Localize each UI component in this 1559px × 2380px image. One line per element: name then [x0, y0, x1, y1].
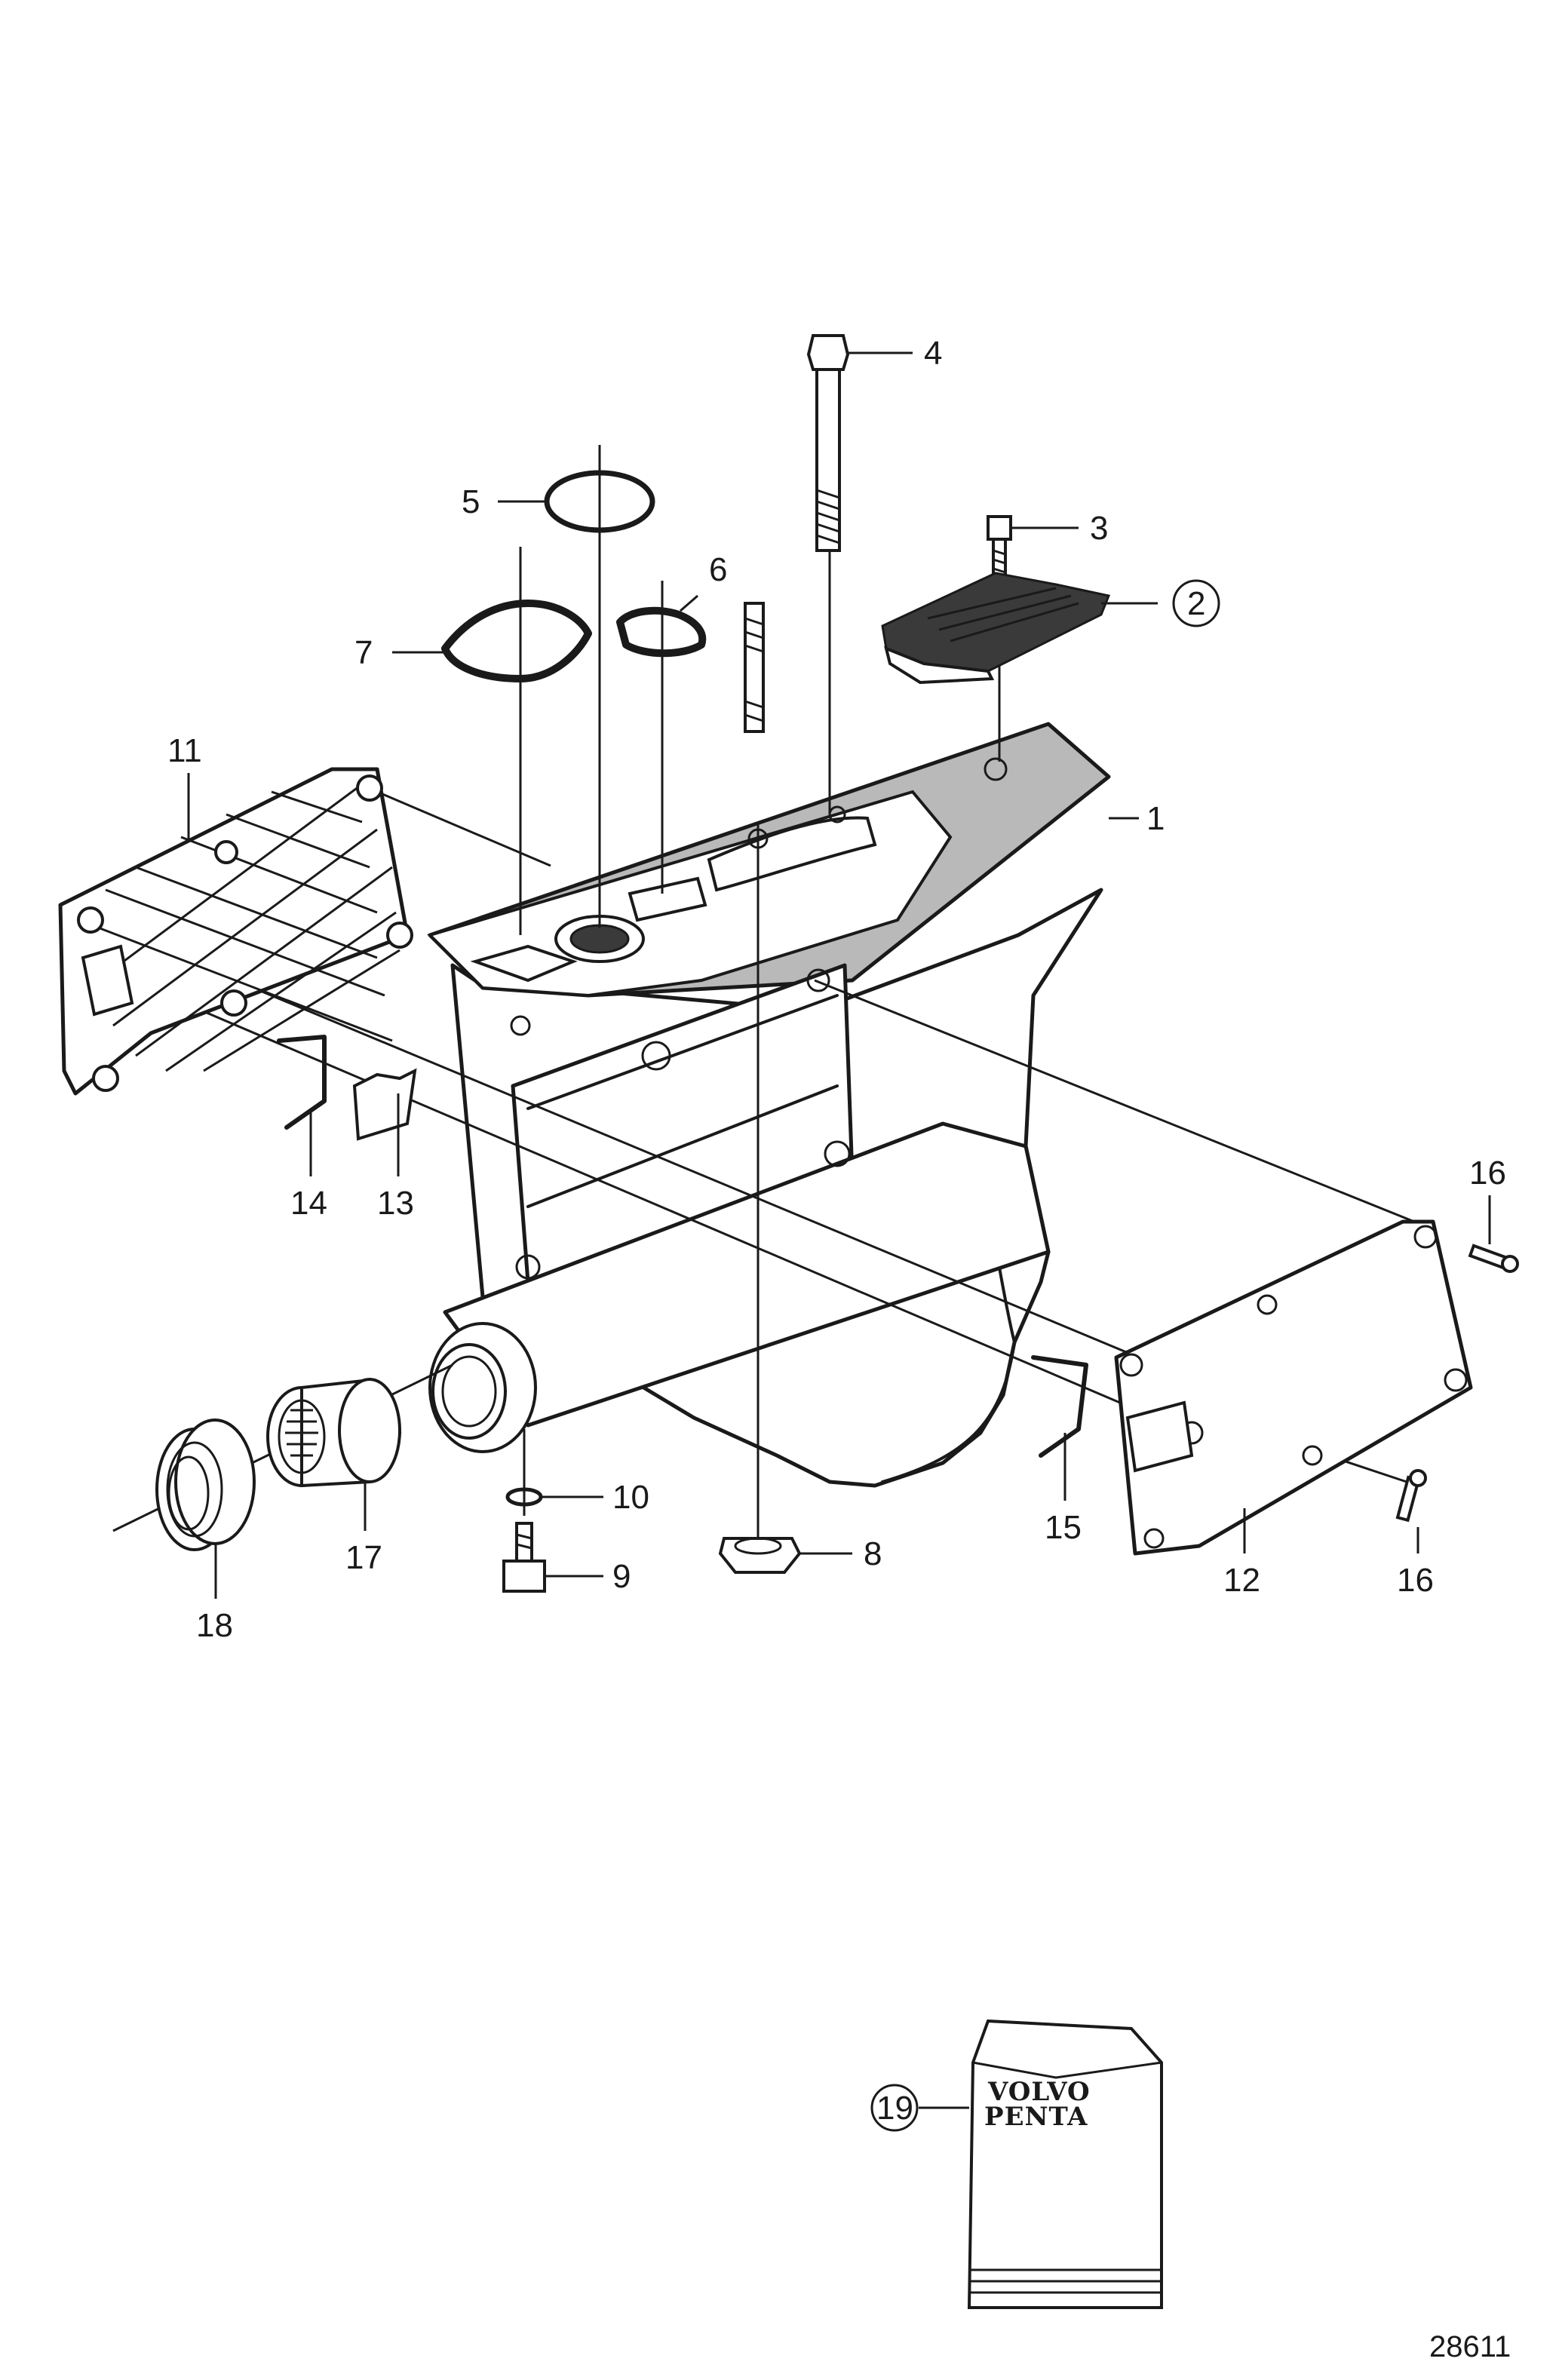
- callout-2-label: 2: [1187, 585, 1205, 622]
- callout-19-label: 19: [876, 2090, 913, 2127]
- screw-part-16-upper: [1468, 1244, 1519, 1273]
- gasket-large-part: [441, 600, 592, 682]
- callout-13-label: 13: [377, 1185, 414, 1222]
- callout-leaders: [187, 351, 1491, 2109]
- callout-3-label: 3: [1090, 510, 1108, 547]
- long-bolt-part: [806, 334, 850, 552]
- logo-volvo-text: VOLVO: [987, 2077, 1091, 2107]
- callout-5-label: 5: [462, 483, 480, 520]
- callout-1-label: 1: [1146, 800, 1165, 837]
- callout-12-label: 12: [1223, 1562, 1260, 1599]
- callout-14-label: 14: [290, 1185, 327, 1222]
- logo-penta-text: PENTA: [984, 2102, 1088, 2132]
- drain-plug-part-9: [502, 1522, 546, 1593]
- callout-19-badge: [870, 2084, 919, 2132]
- callout-9-label: 9: [612, 1558, 631, 1595]
- callout-2-badge: [1172, 579, 1220, 627]
- bearing-part-17: [266, 1378, 402, 1488]
- callout-11-label: 11: [167, 732, 202, 769]
- callout-7-label: 7: [354, 634, 373, 671]
- callout-15-label: 15: [1045, 1509, 1082, 1546]
- screw-part-16-lower: [1395, 1469, 1427, 1523]
- side-cover-right-part: [1114, 1219, 1473, 1556]
- callout-17-label: 17: [345, 1539, 382, 1576]
- gasket-kit-envelope-part: [967, 2019, 1163, 2309]
- shim-part-13: [352, 1068, 417, 1141]
- nut-part-8: [718, 1537, 802, 1574]
- callout-4-label: 4: [924, 335, 942, 372]
- seal-part-18: [155, 1418, 256, 1551]
- callout-16-lower-label: 16: [1397, 1562, 1434, 1599]
- anode-plate-part: [881, 572, 1111, 685]
- small-screw-part: [987, 515, 1012, 578]
- callout-8-label: 8: [864, 1535, 882, 1572]
- stud-part: [744, 602, 765, 733]
- figure-number: 28611: [1429, 2330, 1511, 2363]
- callout-6-label: 6: [709, 551, 727, 588]
- callout-16-upper-label: 16: [1469, 1155, 1506, 1192]
- callout-18-label: 18: [196, 1607, 233, 1644]
- gasket-small-part: [616, 606, 707, 658]
- callout-10-label: 10: [612, 1479, 649, 1516]
- side-cover-left-part: [58, 767, 413, 1096]
- key-part-14: [277, 1035, 327, 1130]
- key-part-15: [1031, 1355, 1088, 1458]
